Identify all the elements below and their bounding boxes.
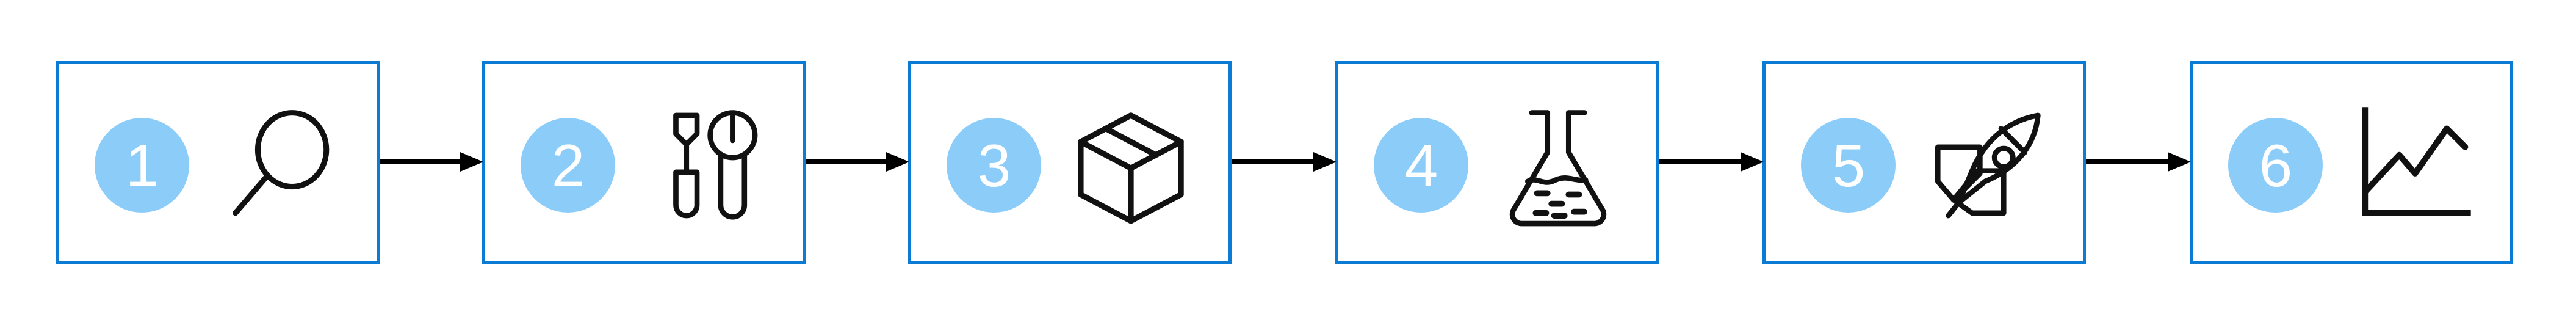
process-step-4[interactable]: 4 bbox=[1335, 61, 1659, 264]
step-number-badge-2: 2 bbox=[521, 118, 615, 213]
step-number-6: 6 bbox=[2259, 131, 2293, 199]
step-number-5: 5 bbox=[1831, 131, 1866, 199]
step-number-badge-5: 5 bbox=[1801, 118, 1896, 213]
process-step-3[interactable]: 3 bbox=[908, 61, 1232, 264]
step-number-badge-6: 6 bbox=[2228, 118, 2323, 213]
step-number-4: 4 bbox=[1404, 131, 1438, 199]
step-number-badge-4: 4 bbox=[1374, 118, 1468, 213]
magnifying-glass-icon bbox=[213, 100, 345, 231]
tools-icon bbox=[639, 100, 771, 231]
arrow-step2-to-step3 bbox=[806, 147, 909, 177]
arrow-step3-to-step4 bbox=[1232, 147, 1337, 177]
rocket-icon bbox=[1919, 100, 2051, 231]
flask-icon bbox=[1492, 100, 1624, 231]
step-number-badge-3: 3 bbox=[947, 118, 1041, 213]
step-number-badge-1: 1 bbox=[95, 118, 189, 213]
process-step-1[interactable]: 1 bbox=[56, 61, 380, 264]
process-step-6[interactable]: 6 bbox=[2190, 61, 2513, 264]
package-box-icon bbox=[1065, 100, 1197, 231]
arrow-step1-to-step2 bbox=[380, 147, 483, 177]
step-number-2: 2 bbox=[551, 131, 585, 199]
step-number-3: 3 bbox=[977, 131, 1011, 199]
step-number-1: 1 bbox=[125, 131, 159, 199]
arrow-step4-to-step5 bbox=[1659, 147, 1764, 177]
process-step-5[interactable]: 5 bbox=[1762, 61, 2086, 264]
process-step-2[interactable]: 2 bbox=[482, 61, 806, 264]
line-chart-icon bbox=[2347, 100, 2478, 231]
arrow-step5-to-step6 bbox=[2086, 147, 2191, 177]
